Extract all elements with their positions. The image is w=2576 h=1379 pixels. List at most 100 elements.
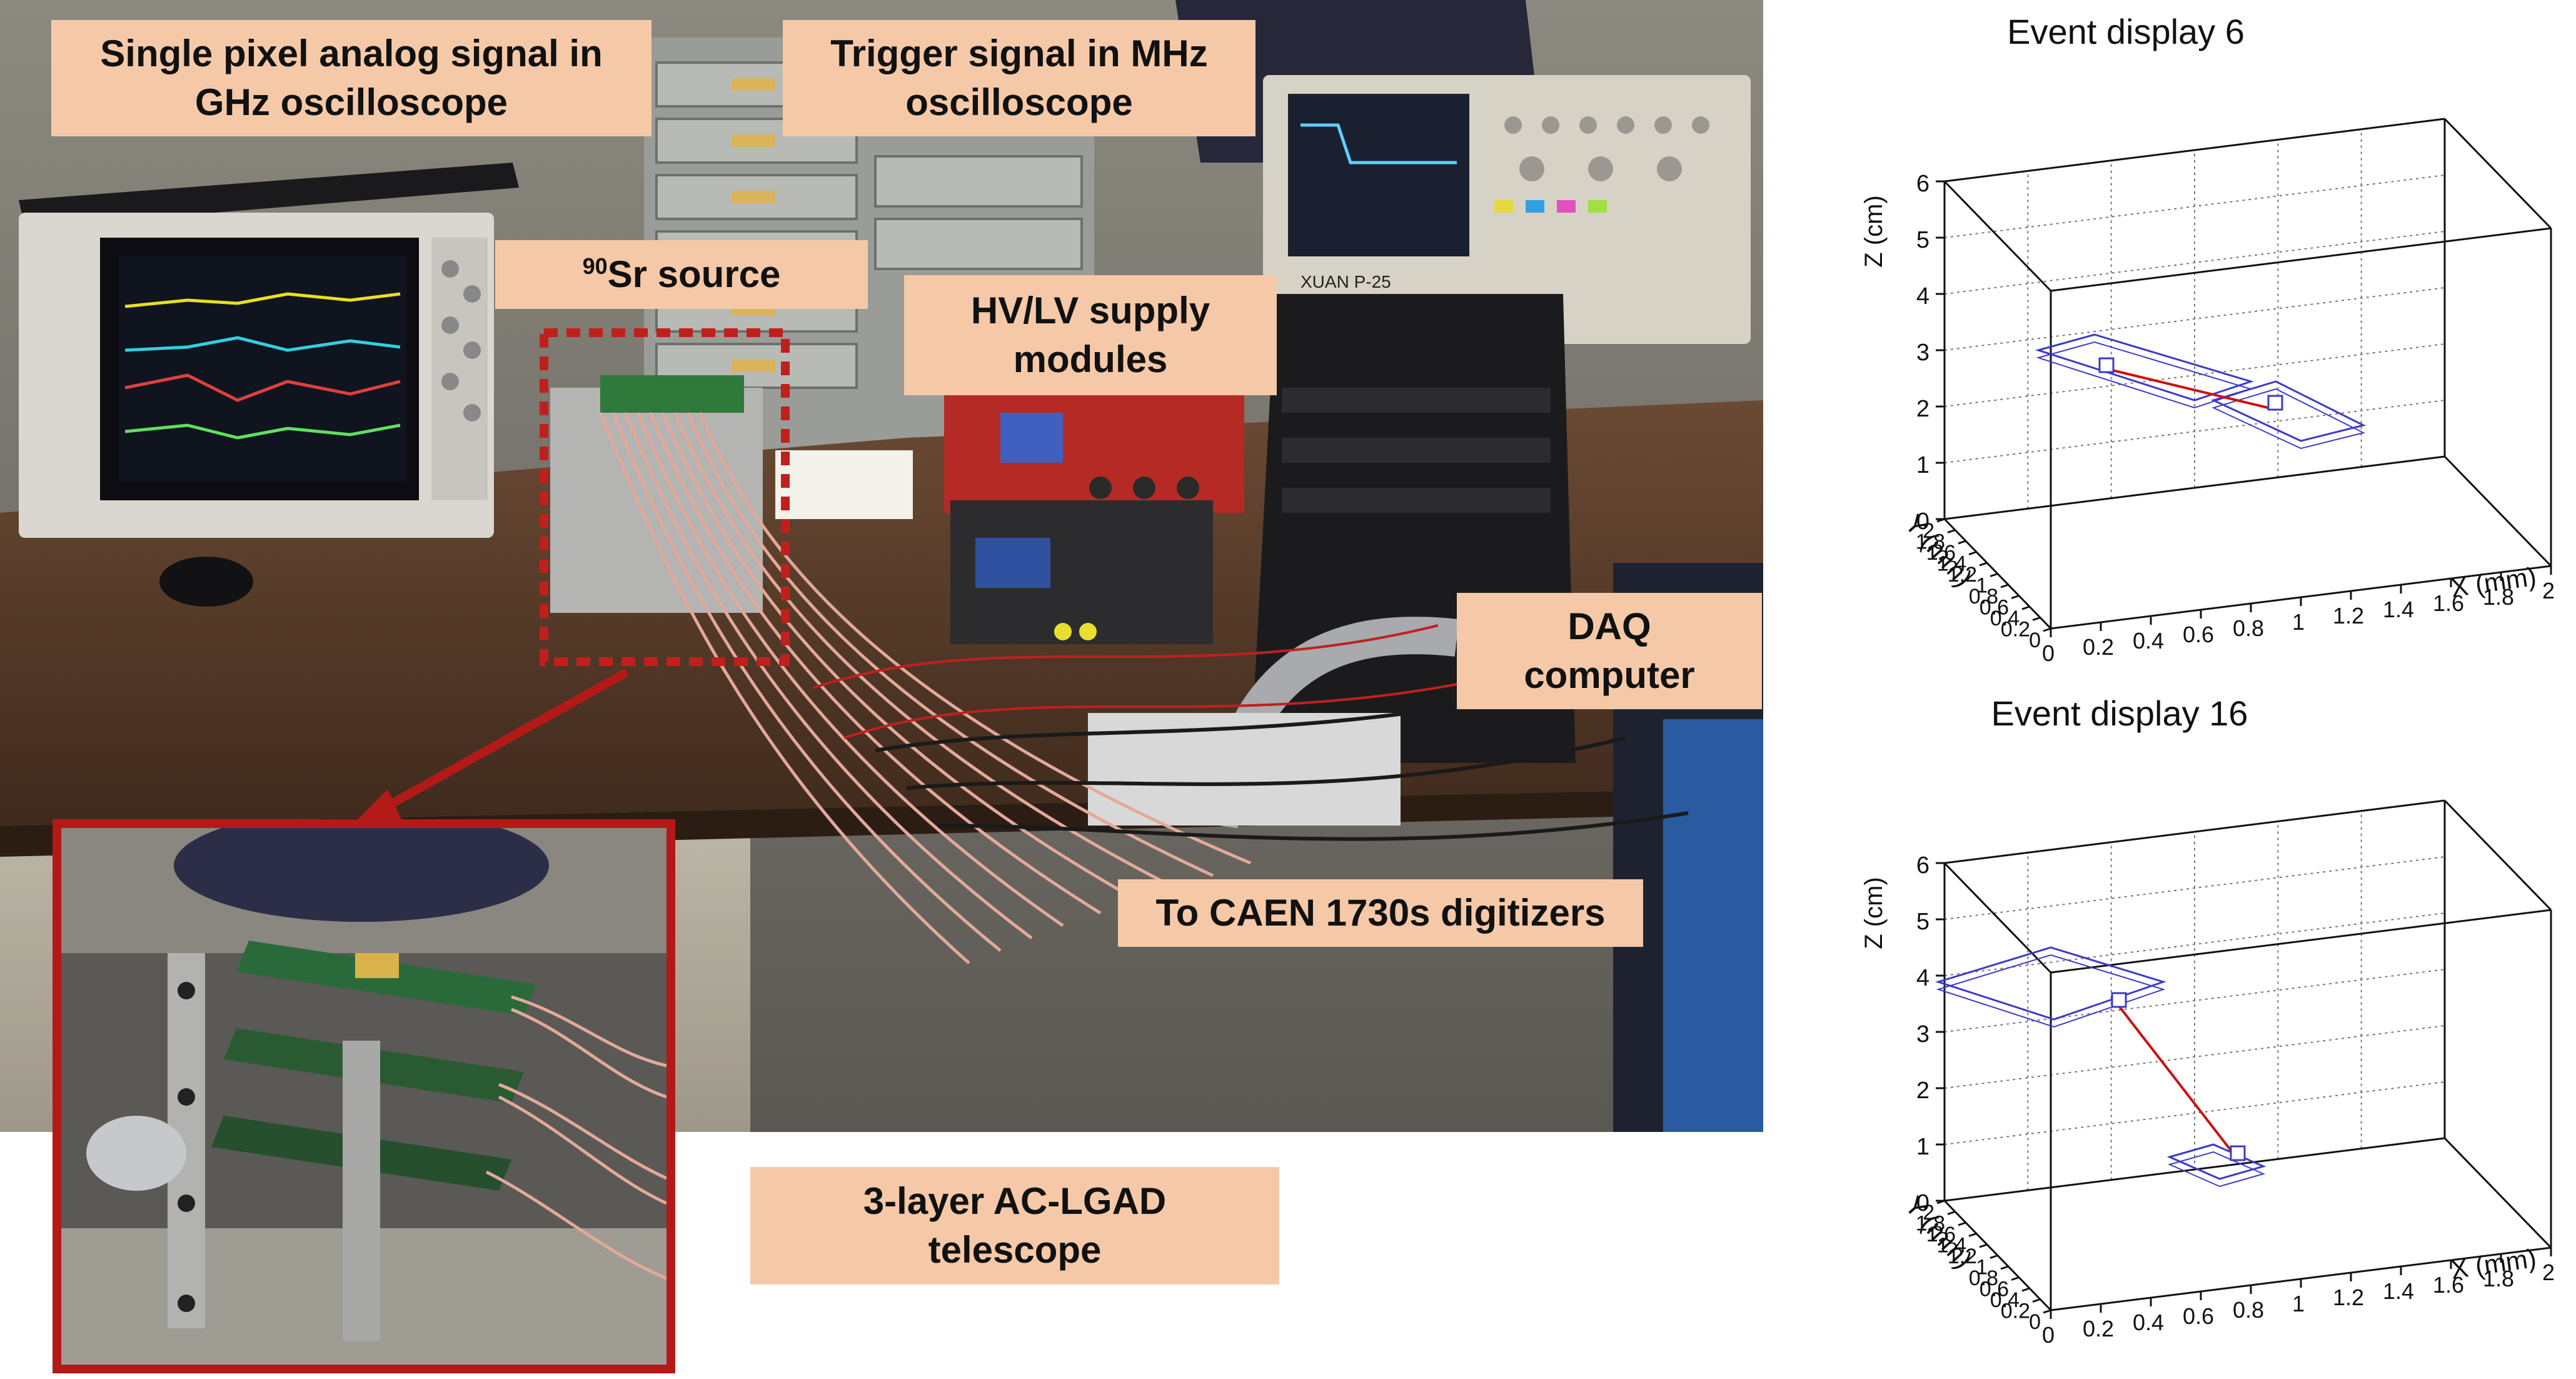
sensor-plane-0 xyxy=(1935,946,2166,1021)
box-edge xyxy=(2050,227,2552,292)
y-tick xyxy=(2043,627,2051,632)
event-display-0-title: Event display 6 xyxy=(2007,12,2245,51)
x-tick-label: 1 xyxy=(2292,1291,2305,1316)
x-tick-label: 0.2 xyxy=(2083,1316,2114,1341)
box-edge xyxy=(1944,118,2445,183)
z-tick-label: 5 xyxy=(1916,227,1929,253)
box-edge xyxy=(2443,799,2552,911)
y-tick-label: 1.4 xyxy=(1937,1234,1966,1258)
box-edge xyxy=(2443,118,2552,230)
y-tick xyxy=(1947,1211,1956,1215)
sensor-plane-1-underside xyxy=(2168,1151,2265,1188)
z-tick-label: 6 xyxy=(1916,852,1929,879)
y-tick-label: 1.6 xyxy=(1926,541,1956,565)
z-tick-label: 0 xyxy=(1916,1190,1929,1216)
sensor-plane-1-underside xyxy=(2211,388,2365,450)
callout-mhz-oscilloscope: Trigger signal in MHz oscilloscope xyxy=(783,20,1255,136)
x-tick-label: 0.4 xyxy=(2133,1310,2164,1335)
sensor-plane-1 xyxy=(2166,1143,2267,1180)
inset-pointer-arrow xyxy=(373,668,629,817)
y-tick-label: 1.8 xyxy=(1916,1212,1945,1236)
y-tick xyxy=(2021,1287,2030,1292)
y-tick-label: 2 xyxy=(1923,519,1935,543)
y-tick-label: 0 xyxy=(2029,629,2041,652)
y-tick xyxy=(2032,617,2041,621)
z-tick-label: 1 xyxy=(1916,1134,1929,1160)
y-tick-label: 0.6 xyxy=(1980,1278,2009,1301)
box-edge xyxy=(1943,180,2052,292)
x-tick-label: 1.2 xyxy=(2333,1285,2364,1310)
hit-pixel-1 xyxy=(2230,1145,2246,1161)
z-tick-label: 1 xyxy=(1916,452,1929,478)
y-tick xyxy=(2011,595,2020,599)
y-tick xyxy=(2032,1298,2041,1303)
z-tick-label: 3 xyxy=(1916,340,1929,366)
y-tick xyxy=(1958,1221,1966,1226)
y-tick-label: 2 xyxy=(1923,1201,1935,1225)
box-edge xyxy=(1944,799,2445,864)
lab-photo-illustration: XUAN P-25 xyxy=(0,0,1763,1132)
x-tick-label: 1 xyxy=(2292,609,2305,635)
y-tick-label: 0.2 xyxy=(2001,618,2030,642)
sensor-plane-0 xyxy=(2035,333,2254,402)
callout-daq-computer: DAQ computer xyxy=(1457,593,1762,709)
callout-ghz-oscilloscope: Single pixel analog signal in GHz oscill… xyxy=(51,20,652,136)
y-tick xyxy=(2000,1265,2009,1270)
x-tick-label: 1.2 xyxy=(2333,603,2364,629)
callout-hvlv-modules: HV/LV supply modules xyxy=(904,275,1277,395)
x-tick-label: 2 xyxy=(2542,1260,2555,1285)
inset-arrowhead xyxy=(350,789,401,827)
x-tick-label: 1.4 xyxy=(2383,597,2414,622)
x-tick-label: 0.2 xyxy=(2083,634,2114,660)
x-tick-label: 0 xyxy=(2042,1322,2055,1348)
y-tick-label: 1.8 xyxy=(1916,530,1945,554)
hit-pixel-0 xyxy=(2111,992,2127,1008)
y-tick-label: 0.8 xyxy=(1969,1266,1998,1290)
y-tick xyxy=(1947,529,1956,533)
y-tick xyxy=(2011,1276,2020,1281)
y-tick xyxy=(1968,551,1977,555)
particle-track xyxy=(2118,1006,2240,1161)
box-edge xyxy=(2050,909,2552,974)
callout-hvlv-line1: HV/LV supply xyxy=(970,290,1210,331)
y-tick-label: 1 xyxy=(1976,1256,1988,1280)
y-tick-label: 0.6 xyxy=(1980,596,2009,620)
telescope-closeup-inset xyxy=(53,819,675,1373)
y-tick xyxy=(1979,1243,1988,1248)
y-tick xyxy=(1968,1233,1977,1237)
y-tick-label: 0.4 xyxy=(1990,607,2020,630)
x-tick-label: 1.6 xyxy=(2433,1272,2464,1298)
y-tick-label: 1.6 xyxy=(1926,1223,1956,1246)
z-tick-label: 2 xyxy=(1916,396,1929,422)
osc-label-text: XUAN P-25 xyxy=(1301,272,1391,291)
callout-sr-source: 90Sr source xyxy=(495,240,868,309)
y-tick-label: 1.2 xyxy=(1948,1245,1977,1268)
z-tick-label: 4 xyxy=(1916,283,1929,310)
y-tick xyxy=(1979,562,1988,567)
telescope-closeup-illustration xyxy=(61,828,667,1365)
z-tick-label: 2 xyxy=(1916,1078,1929,1104)
x-tick-label: 2 xyxy=(2542,578,2555,604)
callout-ghz-line2: GHz oscilloscope xyxy=(194,81,508,123)
callout-telescope-line2: telescope xyxy=(928,1229,1102,1271)
lab-setup-photo: XUAN P-25 xyxy=(0,0,1763,1132)
z-tick-label: 5 xyxy=(1916,909,1929,935)
z-axis-label: Z (cm) xyxy=(1860,195,1888,268)
x-tick-label: 0.6 xyxy=(2183,1303,2214,1329)
sensor-plane-1 xyxy=(2210,380,2367,442)
source-highlight-box xyxy=(540,328,790,666)
y-tick xyxy=(1990,1255,1998,1259)
y-tick xyxy=(1936,1200,1945,1205)
x-tick-label: 0 xyxy=(2042,640,2055,666)
particle-track xyxy=(2106,368,2277,411)
y-tick-label: 1.2 xyxy=(1948,563,1977,587)
x-tick-label: 0.8 xyxy=(2233,615,2264,641)
y-tick-label: 0.4 xyxy=(1990,1288,2020,1312)
x-axis-label: X (mm) xyxy=(2449,562,2538,603)
y-tick-label: 0.2 xyxy=(2001,1300,2030,1323)
callout-mhz-line1: Trigger signal in MHz xyxy=(830,33,1208,74)
x-tick-label: 1.8 xyxy=(2483,1266,2514,1291)
